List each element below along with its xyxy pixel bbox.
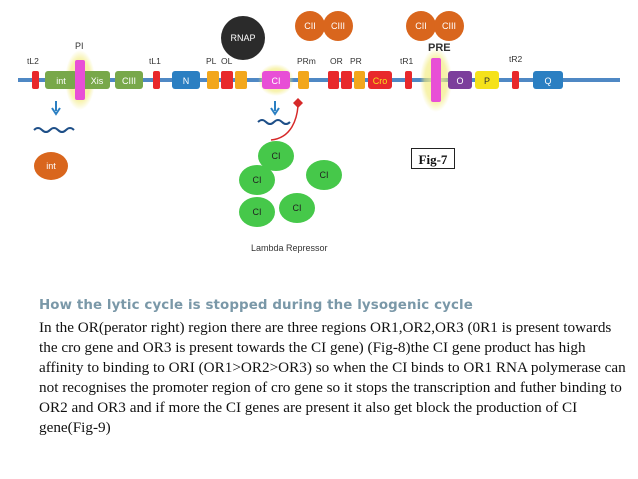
- gene-label-ci: CI: [272, 76, 281, 86]
- ci-mrna: [257, 119, 291, 125]
- int-arrow: [51, 101, 61, 116]
- complex-right-ciii-label: CIII: [442, 21, 456, 31]
- gene-ci: [262, 71, 290, 89]
- gene-int: [45, 71, 77, 89]
- complex-right-ciii: [434, 11, 464, 41]
- ci-arrow: [270, 101, 280, 116]
- gene-label-n: N: [183, 76, 190, 86]
- operator-or-block-2: [341, 71, 352, 89]
- rnap-label: RNAP: [230, 33, 255, 43]
- operator-ol-block-2: [235, 71, 247, 89]
- repressor-ci-2-label: CI: [253, 175, 262, 185]
- complex-left-cii-label: CII: [304, 21, 316, 31]
- promoter-pl-block: [207, 71, 219, 89]
- gene-label-o: O: [456, 76, 463, 86]
- terminator-tr2: [512, 71, 519, 89]
- terminator-tl2: [32, 71, 39, 89]
- figure-caption: Fig-7: [411, 148, 455, 169]
- label-prm: PRm: [297, 56, 316, 66]
- label-tl1: tL1: [149, 56, 161, 66]
- repressor-ci-4-label: CI: [253, 207, 262, 217]
- label-pl: PL: [206, 56, 217, 66]
- label-tr2: tR2: [509, 54, 523, 64]
- repressor-ci-1: [258, 141, 294, 171]
- terminator-tr1: [405, 71, 412, 89]
- repressor-ci-2: [239, 165, 275, 195]
- complex-right-cii-label: CII: [415, 21, 427, 31]
- repressor-ci-5-label: CI: [293, 203, 302, 213]
- ci-inhibition-line: [270, 105, 299, 141]
- int-protein: [34, 152, 68, 180]
- label-tr1: tR1: [400, 56, 414, 66]
- gene-label-p: P: [484, 76, 490, 86]
- operator-or-block: [328, 71, 339, 89]
- label-tl2: tL2: [27, 56, 39, 66]
- label-pre: PRE: [428, 42, 451, 54]
- int-protein-label: int: [46, 161, 56, 171]
- gene-label-q: Q: [544, 76, 551, 86]
- promoter-prm-block: [298, 71, 309, 89]
- body-paragraph: In the OR(perator right) region there ar…: [39, 319, 626, 436]
- promoter-pr-block: [354, 71, 365, 89]
- label-ol: OL: [221, 56, 233, 66]
- repressor-ci-3: [306, 160, 342, 190]
- gene-ciii: [115, 71, 143, 89]
- promoter-pre-block: [431, 58, 441, 102]
- repressor-ci-3-label: CI: [320, 170, 329, 180]
- ci-inhibition-mark: [293, 98, 303, 108]
- gene-label-ciii: CIII: [122, 76, 136, 86]
- label-pi: PI: [75, 41, 84, 51]
- operator-ol-block: [221, 71, 233, 89]
- gene-label-cro: Cro: [373, 76, 388, 86]
- complex-left-cii: [295, 11, 325, 41]
- int-mrna: [33, 127, 75, 133]
- gene-cro: [368, 71, 392, 89]
- rnap-circle: [221, 16, 265, 60]
- complex-left-ciii-label: CIII: [331, 21, 345, 31]
- gene-n: [172, 71, 200, 89]
- repressor-ci-5: [279, 193, 315, 223]
- terminator-tl1: [153, 71, 160, 89]
- gene-xis: [82, 71, 110, 89]
- gene-label-int: int: [56, 76, 66, 86]
- complex-left-ciii: [323, 11, 353, 41]
- section-heading: How the lytic cycle is stopped during th…: [39, 298, 473, 313]
- repressor-ci-4: [239, 197, 275, 227]
- repressor-caption: Lambda Repressor: [251, 243, 328, 253]
- repressor-ci-1-label: CI: [272, 151, 281, 161]
- complex-right-cii: [406, 11, 436, 41]
- promoter-pi-block: [75, 60, 85, 100]
- gene-p: [475, 71, 499, 89]
- gene-q: [533, 71, 563, 89]
- label-or: OR: [330, 56, 343, 66]
- lambda-genome-diagram: int Xis CIII N CI Cro O P Q tL2 tL1 tR1 …: [18, 11, 620, 253]
- gene-label-xis: Xis: [91, 76, 104, 86]
- gene-o: [448, 71, 472, 89]
- label-pr: PR: [350, 56, 362, 66]
